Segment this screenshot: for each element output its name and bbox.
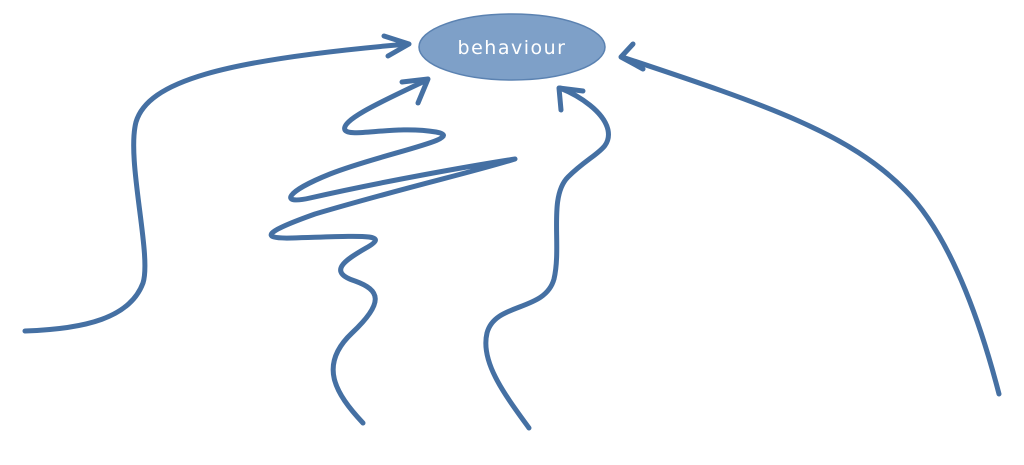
arrow-head-wavy (556, 85, 586, 113)
behaviour-node (418, 13, 606, 81)
behaviour-node-label: behaviour (458, 37, 567, 59)
arrow-head-zigzag (399, 76, 431, 106)
arrow-head-right (618, 41, 646, 72)
arrow-head-left (381, 33, 412, 59)
path-zigzag (268, 77, 518, 426)
path-wavy (483, 85, 611, 431)
path-right-sweep (619, 54, 1002, 397)
path-left-smooth (22, 41, 411, 334)
